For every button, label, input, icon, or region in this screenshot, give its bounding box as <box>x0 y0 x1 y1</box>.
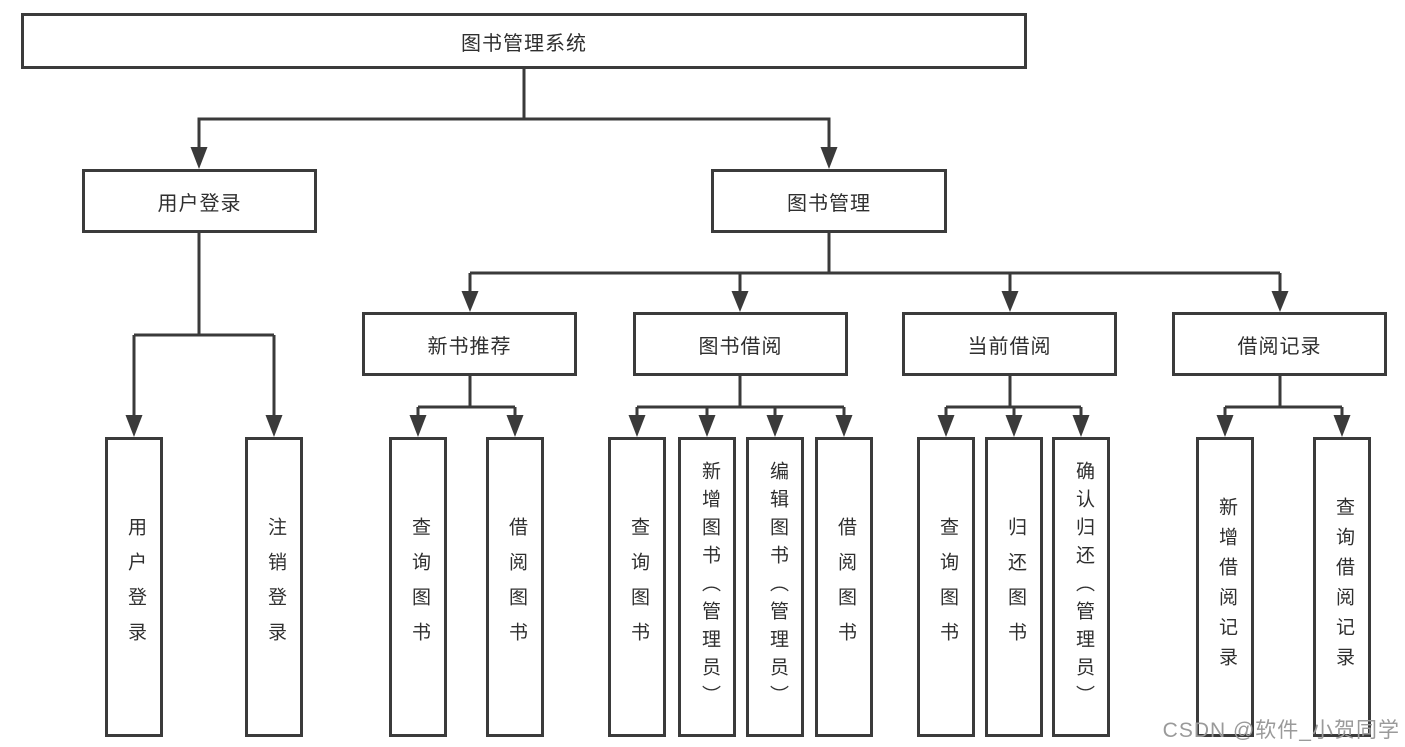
leaf-borrowing-query-books: 查询图书 <box>608 437 666 737</box>
arrowhead-icon <box>461 291 479 312</box>
node-book-management: 图书管理 <box>711 169 947 233</box>
leaf-current-confirm-return-admin: 确认归还（管理员） <box>1052 437 1110 737</box>
connector-new-book-children <box>416 376 517 418</box>
arrowhead-icon <box>1216 415 1234 437</box>
connector-user-login-children <box>132 233 276 418</box>
leaf-borrowing-add-books-admin: 新增图书（管理员） <box>678 437 736 737</box>
leaf-recommend-borrow-books: 借阅图书 <box>486 437 544 737</box>
connector-records-children <box>1223 376 1344 418</box>
leaf-recommend-query-books: 查询图书 <box>389 437 447 737</box>
csdn-watermark: CSDN @软件_小贺同学 <box>1162 719 1400 742</box>
node-borrowing-records: 借阅记录 <box>1172 312 1387 376</box>
arrowhead-icon <box>1005 415 1023 437</box>
arrowhead-icon <box>766 415 784 437</box>
arrowhead-icon <box>1333 415 1351 437</box>
arrowhead-icon <box>698 415 716 437</box>
connector-book-borrow-children <box>635 376 846 418</box>
connector-book-mgmt-to-level3 <box>468 233 1282 294</box>
arrowhead-icon <box>937 415 955 437</box>
node-new-book-recommend: 新书推荐 <box>362 312 577 376</box>
node-user-login: 用户登录 <box>82 169 317 233</box>
arrowhead-icon <box>835 415 853 437</box>
node-current-borrowing: 当前借阅 <box>902 312 1117 376</box>
arrowhead-icon <box>190 147 208 169</box>
connector-root-to-level2 <box>197 67 831 149</box>
arrowhead-icon <box>1001 291 1019 312</box>
arrowhead-icon <box>409 415 427 437</box>
arrowhead-icon <box>820 147 838 169</box>
arrowhead-icon <box>265 415 283 437</box>
connector-current-borrow-children <box>944 376 1083 418</box>
arrowhead-icon <box>628 415 646 437</box>
leaf-borrowing-borrow-books: 借阅图书 <box>815 437 873 737</box>
leaf-current-query-books: 查询图书 <box>917 437 975 737</box>
leaf-records-add-record: 新增借阅记录 <box>1196 437 1254 737</box>
leaf-records-query-record: 查询借阅记录 <box>1313 437 1371 737</box>
arrowhead-icon <box>125 415 143 437</box>
arrowhead-icon <box>731 291 749 312</box>
leaf-borrowing-edit-books-admin: 编辑图书（管理员） <box>746 437 804 737</box>
leaf-logout: 注销登录 <box>245 437 303 737</box>
arrowhead-icon <box>1271 291 1289 312</box>
leaf-user-login: 用户登录 <box>105 437 163 737</box>
node-book-borrowing: 图书借阅 <box>633 312 848 376</box>
arrowhead-icon <box>506 415 524 437</box>
node-library-system-root: 图书管理系统 <box>21 13 1027 69</box>
arrowhead-icon <box>1072 415 1090 437</box>
leaf-current-return-books: 归还图书 <box>985 437 1043 737</box>
